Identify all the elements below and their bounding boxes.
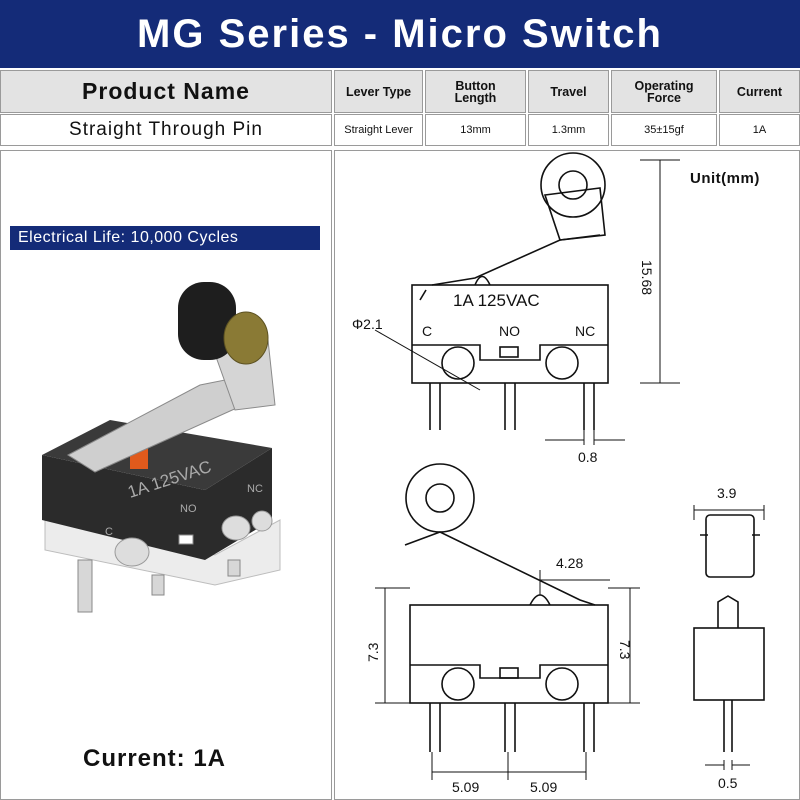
- pin-no: [151, 574, 165, 596]
- electrical-life-badge: Electrical Life: 10,000 Cycles: [10, 226, 320, 250]
- switch-base: [44, 519, 281, 586]
- top-view-step: [412, 344, 608, 361]
- button-length-header-line1: Button: [455, 78, 496, 93]
- dim-height-label: 15.68: [639, 260, 655, 295]
- operating-force-header-line1: Operating: [634, 78, 694, 93]
- lever-type-header: Lever Type: [334, 70, 423, 113]
- pin-c: [77, 559, 93, 613]
- operating-force-header: Operating Force: [611, 70, 717, 113]
- top-view-mark: [419, 289, 427, 301]
- base-hole-nc-1: [221, 515, 251, 541]
- top-view-hole-c: [441, 346, 475, 380]
- spec-table: Product Name Lever Type Button Length Tr…: [0, 70, 800, 147]
- dim-side-pin-label: 0.5: [718, 775, 738, 791]
- operating-force-header-line2: Force: [646, 90, 682, 105]
- side-view-roller: [705, 514, 755, 578]
- page-title: MG Series - Micro Switch: [137, 11, 663, 56]
- dim-line-pin: [545, 430, 625, 445]
- base-slot-no: [178, 534, 194, 545]
- dim-pin-width-label: 0.8: [578, 449, 598, 465]
- top-view-roller: [540, 152, 606, 218]
- switch-body: [42, 448, 272, 560]
- front-view-roller-axle: [425, 483, 455, 513]
- dim-button-label: 4.28: [556, 555, 583, 571]
- product-name-value: Straight Through Pin: [0, 114, 332, 146]
- pin-nc: [227, 559, 241, 577]
- dim-hole-label: Φ2.1: [352, 316, 383, 332]
- dim-body-left-label: 7.3: [365, 642, 381, 662]
- current-caption: Current: 1A: [83, 745, 227, 772]
- top-view-hole-nc: [545, 346, 579, 380]
- button-length-header-line2: Length: [454, 90, 497, 105]
- dimension-drawing: 1A 125VAC C NO NC Φ2.1 15.68 0.8 4.28 7.…: [352, 152, 765, 795]
- side-view-button: [717, 595, 739, 628]
- switch-photo: 1A 125VAC C NO NC: [42, 282, 281, 613]
- front-view-hole-c: [441, 667, 475, 701]
- drawing-body-print: 1A 125VAC: [453, 291, 540, 310]
- travel-header: Travel: [528, 70, 609, 113]
- product-name-header: Product Name: [0, 70, 332, 113]
- dim-line-body-left: [375, 587, 410, 704]
- unit-label: Unit(mm): [690, 170, 760, 187]
- dim-line-body-right: [608, 587, 640, 704]
- top-view-body: [411, 284, 609, 384]
- front-view-button: [529, 594, 551, 606]
- switch-top-face: [42, 420, 272, 490]
- current-header: Current: [719, 70, 800, 113]
- front-view-roller: [405, 463, 475, 533]
- top-view-lever-bracket: [543, 187, 606, 241]
- dim-line-pitch: [431, 752, 587, 780]
- dim-line-height: [640, 159, 680, 384]
- body-pin-c-label: C: [105, 526, 113, 538]
- button-length-value: 13mm: [425, 114, 526, 146]
- front-view-lever: [404, 531, 596, 606]
- base-hole-nc-2: [251, 510, 273, 532]
- front-view-hole-nc: [545, 667, 579, 701]
- top-view-pins: [429, 383, 595, 430]
- roller-axle: [223, 311, 269, 365]
- dim-line-side-pin: [705, 760, 750, 770]
- drawing-pin-nc-label: NC: [575, 323, 595, 339]
- button-length-header: Button Length: [425, 70, 526, 113]
- dim-pitch-1-label: 5.09: [452, 779, 479, 795]
- roller: [178, 282, 236, 360]
- current-value: 1A: [719, 114, 800, 146]
- base-hole-c: [114, 537, 150, 567]
- operating-force-value: 35±15gf: [611, 114, 717, 146]
- front-view-pins: [429, 703, 595, 752]
- top-view-button: [474, 275, 491, 286]
- top-view-slot-no: [499, 346, 519, 358]
- side-view-body: [693, 627, 765, 701]
- drawing-pin-no-label: NO: [499, 323, 520, 339]
- dim-line-button: [539, 570, 610, 595]
- front-view-step: [410, 664, 608, 679]
- dim-line-side-width: [693, 505, 765, 520]
- drawing-pin-c-label: C: [422, 323, 432, 339]
- front-view-body: [409, 604, 609, 704]
- lever-type-value: Straight Lever: [334, 114, 423, 146]
- dimension-drawing-panel: [334, 150, 800, 800]
- electrical-life-text: Electrical Life: 10,000 Cycles: [18, 229, 239, 246]
- side-view-pin: [723, 700, 733, 752]
- top-view-roller-axle: [558, 170, 588, 200]
- front-view-slot-no: [499, 667, 519, 679]
- travel-value: 1.3mm: [528, 114, 609, 146]
- dim-pitch-2-label: 5.09: [530, 779, 557, 795]
- dim-side-width-label: 3.9: [717, 485, 737, 501]
- dim-leader-hole: [374, 329, 481, 391]
- page-title-banner: MG Series - Micro Switch: [0, 0, 800, 68]
- body-pin-nc-label: NC: [247, 483, 263, 495]
- body-pin-no-label: NO: [180, 503, 197, 515]
- top-view-lever: [431, 234, 601, 286]
- dim-body-right-label: 7.3: [617, 640, 633, 660]
